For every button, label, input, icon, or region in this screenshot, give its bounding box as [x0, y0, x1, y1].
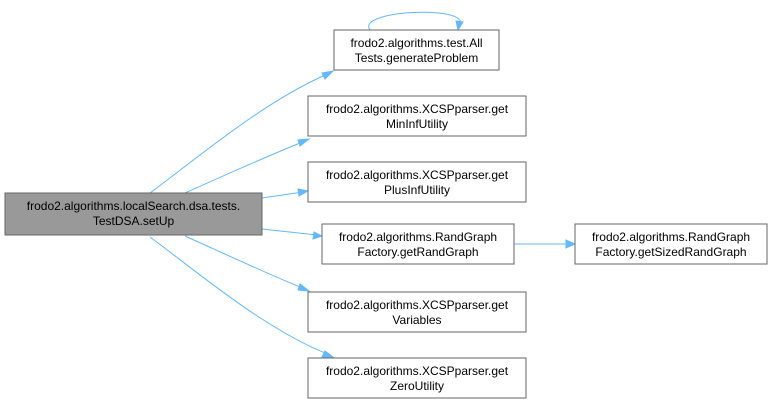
node-xcspparser-getplusinfutility-line1: frodo2.algorithms.XCSPparser.get — [326, 168, 509, 182]
node-xcspparser-getvariables-line2: Variables — [392, 313, 441, 327]
node-randgraphfactory-getrandgraph[interactable]: frodo2.algorithms.RandGraph Factory.getR… — [321, 223, 515, 265]
node-xcspparser-getmininfutility[interactable]: frodo2.algorithms.XCSPparser.get MinInfU… — [307, 95, 527, 137]
node-randgraphfactory-getsizedrandgraph-line2: Factory.getSizedRandGraph — [595, 245, 746, 259]
node-randgraphfactory-getrandgraph-line2: Factory.getRandGraph — [357, 245, 478, 259]
node-alltests-generateproblem-line2: Tests.generateProblem — [355, 51, 478, 65]
node-testdsa-setup-line1: frodo2.algorithms.localSearch.dsa.tests. — [27, 199, 240, 213]
node-xcspparser-getzeroutility-line1: frodo2.algorithms.XCSPparser.get — [326, 364, 509, 378]
node-xcspparser-getmininfutility-line2: MinInfUtility — [386, 117, 448, 131]
node-testdsa-setup-line2: TestDSA.setUp — [93, 214, 175, 228]
node-xcspparser-getplusinfutility-line2: PlusInfUtility — [384, 183, 450, 197]
node-xcspparser-getvariables[interactable]: frodo2.algorithms.XCSPparser.get Variabl… — [307, 291, 527, 333]
edge-setup-to-getmininfutility — [184, 138, 311, 194]
edge-generateproblem-self-loop — [368, 11, 464, 32]
node-randgraphfactory-getrandgraph-line1: frodo2.algorithms.RandGraph — [339, 230, 497, 244]
edge-setup-to-getplusinfutility — [261, 188, 310, 199]
node-xcspparser-getvariables-line1: frodo2.algorithms.XCSPparser.get — [326, 298, 509, 312]
node-xcspparser-getzeroutility-line2: ZeroUtility — [390, 379, 444, 393]
edge-getrandgraph-to-getsizedrandgraph — [514, 239, 577, 249]
edges — [149, 11, 577, 358]
node-xcspparser-getplusinfutility[interactable]: frodo2.algorithms.XCSPparser.get PlusInf… — [307, 161, 527, 203]
edge-setup-to-getvariables — [184, 235, 311, 292]
node-randgraphfactory-getsizedrandgraph-line1: frodo2.algorithms.RandGraph — [592, 230, 750, 244]
edge-setup-to-generateproblem — [149, 70, 335, 194]
node-xcspparser-getzeroutility[interactable]: frodo2.algorithms.XCSPparser.get ZeroUti… — [307, 357, 527, 399]
node-alltests-generateproblem[interactable]: frodo2.algorithms.test.All Tests.generat… — [333, 29, 500, 71]
node-xcspparser-getmininfutility-line1: frodo2.algorithms.XCSPparser.get — [326, 102, 509, 116]
node-randgraphfactory-getsizedrandgraph[interactable]: frodo2.algorithms.RandGraph Factory.getS… — [574, 223, 768, 265]
node-testdsa-setup[interactable]: frodo2.algorithms.localSearch.dsa.tests.… — [4, 192, 263, 236]
edge-setup-to-getzeroutility — [149, 236, 335, 358]
edge-setup-to-getrandgraph — [261, 228, 324, 240]
node-alltests-generateproblem-line1: frodo2.algorithms.test.All — [350, 36, 482, 50]
